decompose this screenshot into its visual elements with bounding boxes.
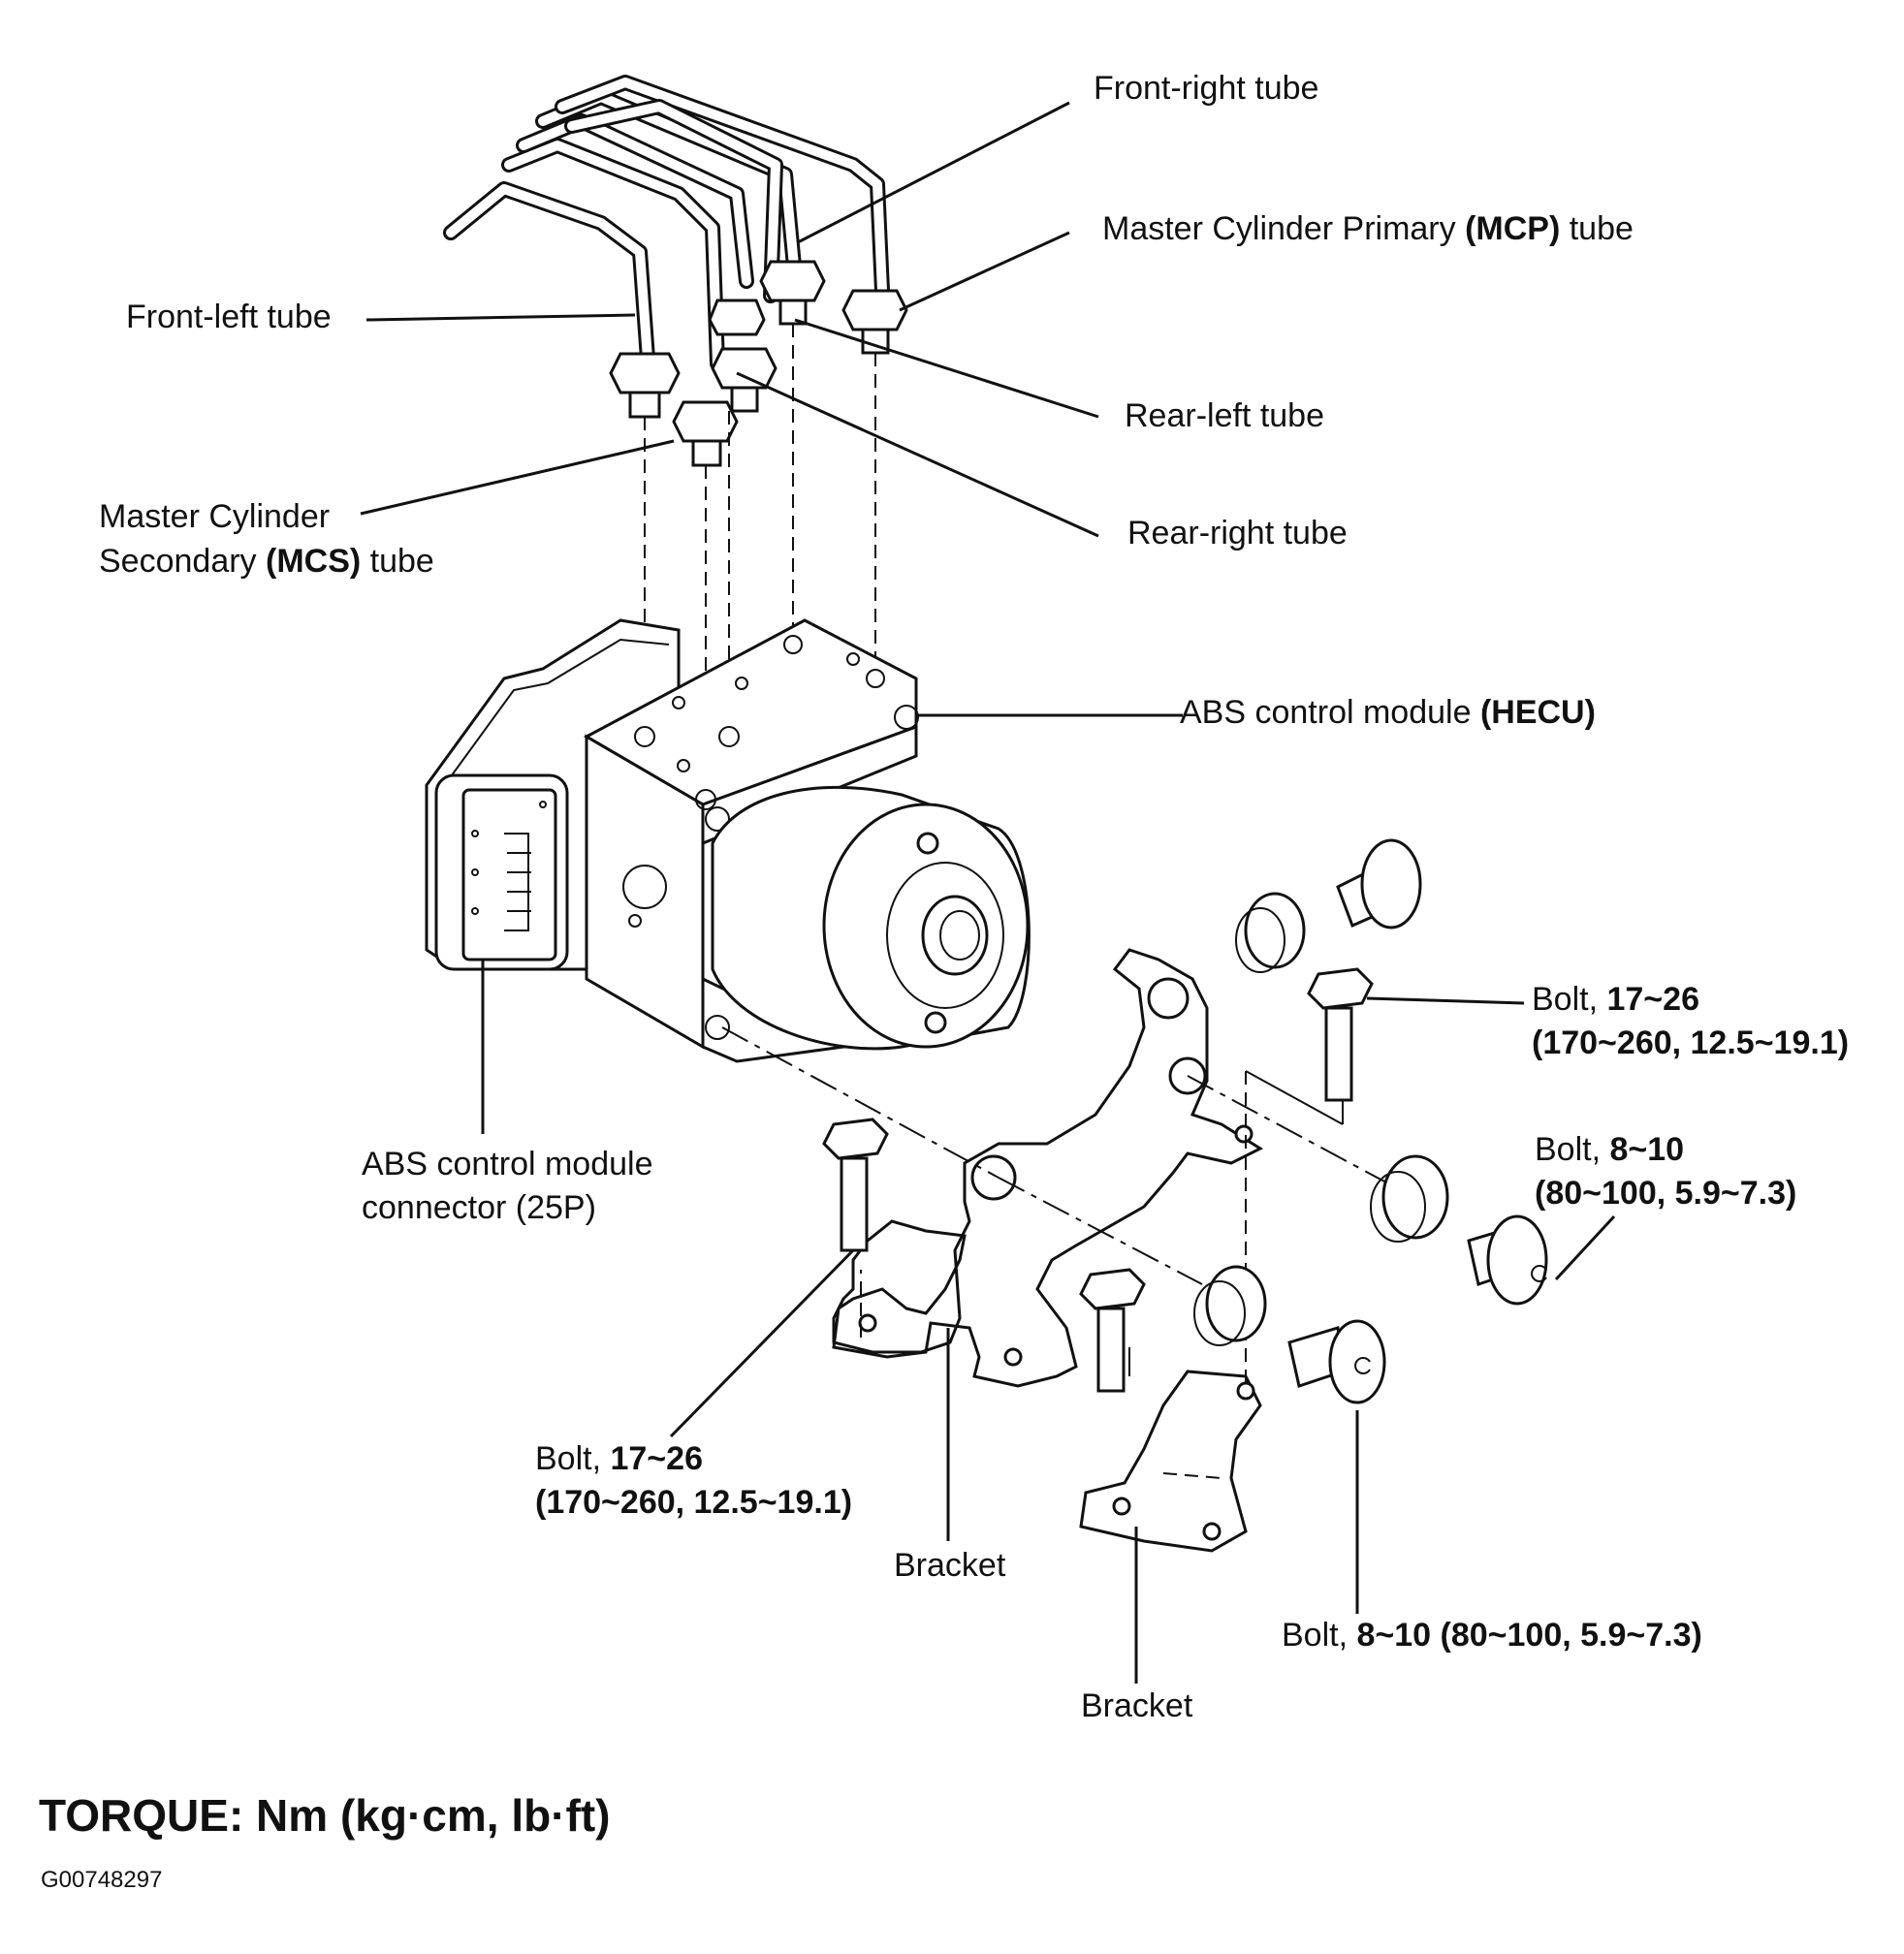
figure-id: G00748297 [41,1867,163,1893]
connector-label-line1: ABS control module [362,1146,653,1182]
small-bracket [1079,1370,1262,1553]
shoulder-bolts [1287,838,1548,1404]
front-left-tube-label: Front-left tube [126,299,332,335]
mcs-tube-suffix: tube [361,543,434,580]
front-right-tube-label: Front-right tube [1094,70,1319,107]
mcp-tube-label: Master Cylinder Primary (MCP) tube [1102,206,1634,251]
rubber-grommets [1193,892,1449,1346]
bolt-lower-right-prefix: Bolt, [1282,1617,1357,1654]
mcp-tube-text: Master Cylinder Primary [1102,210,1466,247]
bolt-upper-right-label-line2: (170~260, 12.5~19.1) [1532,1024,1850,1061]
bolt-lower-left-label-line2: (170~260, 12.5~19.1) [535,1484,853,1521]
rear-left-tube-label: Rear-left tube [1125,397,1324,434]
abs-module-text: ABS control module [1180,694,1480,731]
mcs-tube-abbrev: (MCS) [266,543,362,580]
bolt-upper-right-torque: 17~26 [1606,981,1699,1018]
brake-tube-bundle [443,75,890,371]
bolt-lower-left-label-line1: Bolt, 17~26 [535,1436,703,1481]
mcs-tube-text: Secondary [99,543,266,580]
bracket-label-2: Bracket [1081,1687,1193,1724]
bracket-label-1: Bracket [894,1547,1006,1584]
mcp-tube-abbrev: (MCP) [1465,210,1561,247]
abs-module-label: ABS control module (HECU) [1180,690,1596,735]
bolt-upper-right-prefix: Bolt, [1532,981,1607,1018]
bolt-right-label-line1: Bolt, 8~10 [1535,1127,1684,1172]
connector-label-line2: connector (25P) [362,1189,596,1226]
bolt-lower-left-prefix: Bolt, [535,1440,611,1477]
bolt-right-label-line2: (80~100, 5.9~7.3) [1535,1175,1797,1212]
bolt-upper-right-label-line1: Bolt, 17~26 [1532,977,1699,1022]
bolt-lower-right-torque: 8~10 (80~100, 5.9~7.3) [1356,1617,1702,1654]
leader-lines [360,101,1616,1684]
mcs-tube-label-line2: Secondary (MCS) tube [99,539,434,583]
mounting-bracket [832,948,1264,1388]
mcs-tube-label-line1: Master Cylinder [99,498,331,535]
bolt-right-prefix: Bolt, [1535,1131,1610,1168]
rear-right-tube-label: Rear-right tube [1127,515,1348,552]
tube-flare-nuts [609,260,908,467]
bolt-right-torque: 8~10 [1609,1131,1685,1168]
abs-module-abbrev: (HECU) [1479,694,1596,731]
abs-control-module [425,618,1031,1063]
bolt-lower-left-torque: 17~26 [610,1440,703,1477]
hex-bolts [822,967,1374,1393]
bolt-lower-right-label: Bolt, 8~10 (80~100, 5.9~7.3) [1282,1613,1702,1657]
mcp-tube-suffix: tube [1560,210,1634,247]
torque-units-legend: TORQUE: Nm (kg·cm, lb·ft) [39,1790,611,1841]
